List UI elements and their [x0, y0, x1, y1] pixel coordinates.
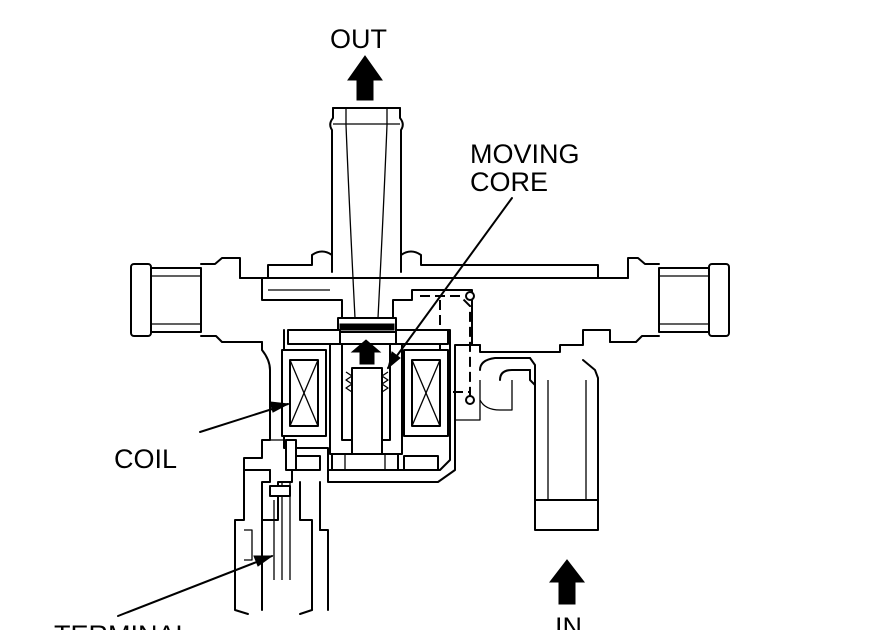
coil-label: COIL — [114, 444, 177, 474]
out-arrow — [347, 55, 383, 101]
terminal-connector — [234, 469, 329, 615]
housing-cap — [239, 250, 629, 319]
in-arrow — [548, 559, 586, 605]
in-label: IN — [555, 612, 582, 630]
terminal-label: TERMINAL — [54, 620, 191, 630]
left-side-pipe — [130, 257, 263, 343]
moving-core-leader — [387, 197, 513, 370]
coil-right — [403, 349, 449, 437]
moving-core-label-line1: MOVING — [470, 139, 580, 169]
out-label: OUT — [330, 24, 387, 54]
coil-leader — [199, 401, 290, 433]
coil-left — [281, 349, 327, 437]
terminal-leader — [117, 555, 274, 617]
inlet-pipe — [455, 329, 611, 531]
moving-core-label-line2: CORE — [470, 167, 548, 197]
right-side-pipe — [609, 257, 730, 343]
outlet-pipe — [329, 107, 404, 319]
valve-seat — [287, 317, 449, 345]
